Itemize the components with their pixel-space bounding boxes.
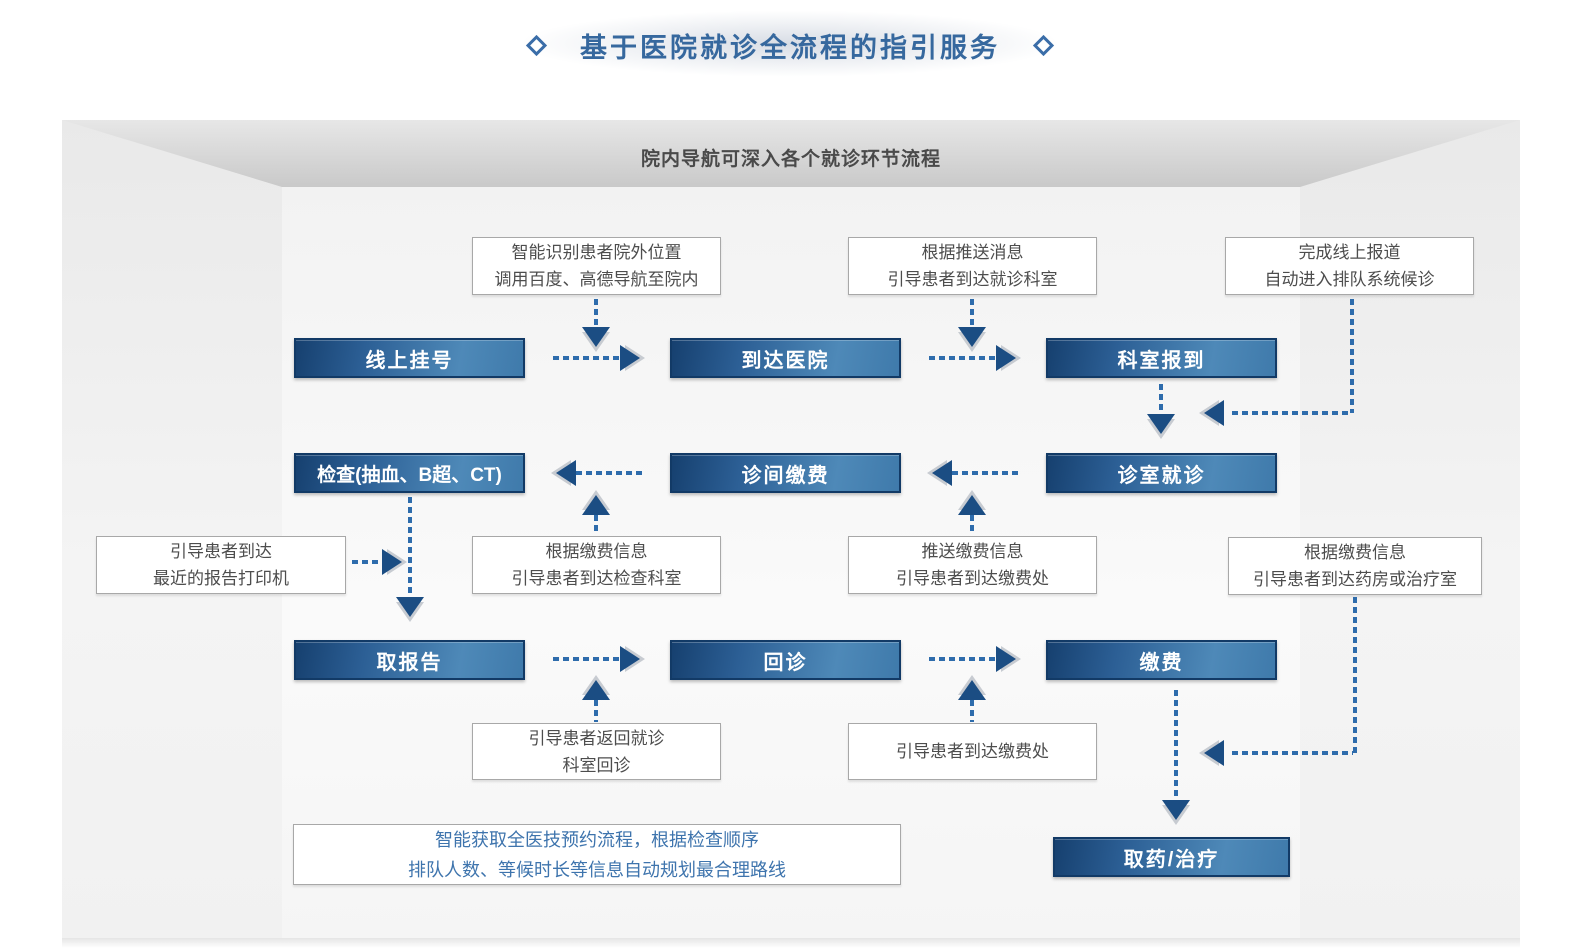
arrowhead-down-icon [396, 597, 424, 622]
flow-node-arrive-hospital: 到达医院 [670, 338, 901, 378]
arrow-clinic-visit-to-interclinic-pay [952, 471, 1019, 475]
arrowhead-up-icon [582, 490, 610, 515]
arrowhead-right-icon [996, 345, 1021, 371]
note-line: 引导患者返回就诊 [528, 728, 665, 748]
note-line: 完成线上报道 [1298, 243, 1401, 262]
note-line: 引导患者到达缴费处 [896, 569, 1049, 588]
arrow-pay-info-pharmacy-horizontal [1232, 751, 1353, 755]
note-line: 引导患者到达就诊科室 [887, 270, 1058, 289]
note-line: 科室回诊 [562, 755, 631, 775]
note-online-checkin: 完成线上报道 自动进入排队系统候诊 [1225, 237, 1474, 295]
room-left-wall [62, 120, 282, 938]
note-line: 调用百度、高德导航至院内 [494, 270, 699, 289]
arrowhead-right-icon [382, 549, 407, 575]
note-line: 引导患者到达缴费处 [896, 742, 1049, 761]
room-floor-shadow [62, 938, 1520, 948]
arrowhead-right-icon [620, 646, 645, 672]
arrowhead-down-icon [1147, 414, 1175, 439]
note-push-message: 根据推送消息 引导患者到达就诊科室 [848, 237, 1097, 295]
arrowhead-right-icon [620, 345, 645, 371]
page-title-row: 基于医院就诊全流程的指引服务 [0, 26, 1580, 65]
arrowhead-right-icon [996, 646, 1021, 672]
note-pay-info-exam: 根据缴费信息 引导患者到达检查科室 [472, 536, 721, 594]
arrow-online-register-to-arrive-hospital [553, 356, 620, 360]
arrow-stem-to-cashier-up [970, 700, 974, 722]
arrow-return-visit-to-payment [929, 657, 996, 661]
arrow-online-checkin-horizontal [1232, 411, 1352, 415]
note-line: 根据推送消息 [921, 243, 1024, 262]
arrowhead-left-icon [1199, 400, 1224, 426]
arrowhead-left-icon [1199, 740, 1224, 766]
arrow-stem-push-pay-info-up [970, 515, 974, 535]
note-to-cashier: 引导患者到达缴费处 [848, 723, 1097, 780]
flow-node-online-register: 线上挂号 [294, 338, 525, 378]
diamond-icon [1032, 34, 1055, 57]
room-subtitle: 院内导航可深入各个就诊环节流程 [640, 149, 941, 170]
diamond-icon [525, 34, 548, 57]
arrow-dept-checkin-to-clinic-visit [1159, 384, 1163, 414]
arrowhead-up-icon [958, 675, 986, 700]
arrowhead-down-icon [582, 327, 610, 352]
arrowhead-left-icon [551, 460, 576, 486]
note-line: 根据缴费信息 [545, 542, 648, 561]
note-return-dept: 引导患者返回就诊 科室回诊 [472, 723, 721, 780]
flow-node-clinic-visit: 诊室就诊 [1046, 453, 1277, 493]
note-line: 智能识别患者院外位置 [511, 243, 682, 262]
note-smart-route: 智能获取全医技预约流程，根据检查顺序 排队人数、等候时长等信息自动规划最合理路线 [293, 824, 901, 885]
arrow-stem-push-message-down [970, 299, 974, 327]
flow-node-interclinic-pay: 诊间缴费 [670, 453, 901, 493]
arrow-arrive-hospital-to-dept-checkin [929, 356, 996, 360]
arrow-get-report-to-return-visit [553, 657, 620, 661]
flow-node-payment: 缴费 [1046, 640, 1277, 680]
arrow-stem-outside-location-down [594, 299, 598, 327]
note-line: 引导患者到达检查科室 [511, 569, 682, 588]
arrowhead-down-icon [958, 327, 986, 352]
arrowhead-up-icon [958, 490, 986, 515]
arrow-online-checkin-vertical [1350, 299, 1354, 413]
arrow-pay-info-pharmacy-vertical [1353, 597, 1357, 753]
room-ceiling [62, 120, 1520, 187]
flow-node-pharmacy-treatment: 取药/治疗 [1053, 837, 1290, 877]
arrowhead-up-icon [582, 675, 610, 700]
arrow-interclinic-pay-to-examination [576, 471, 643, 475]
flow-node-return-visit: 回诊 [670, 640, 901, 680]
room-back-wall [282, 120, 1300, 938]
note-line: 推送缴费信息 [921, 542, 1024, 561]
flow-node-examination: 检查(抽血、B超、CT) [294, 453, 525, 493]
note-line: 引导患者到达药房或治疗室 [1253, 570, 1457, 589]
note-push-pay-info: 推送缴费信息 引导患者到达缴费处 [848, 536, 1097, 594]
flow-node-get-report: 取报告 [294, 640, 525, 680]
note-line: 智能获取全医技预约流程，根据检查顺序 [435, 829, 759, 850]
page-title: 基于医院就诊全流程的指引服务 [580, 33, 1000, 63]
note-outside-location: 智能识别患者院外位置 调用百度、高德导航至院内 [472, 237, 721, 295]
flow-node-dept-checkin: 科室报到 [1046, 338, 1277, 378]
arrow-stem-pay-info-exam-up [594, 515, 598, 535]
note-line: 根据缴费信息 [1304, 543, 1406, 562]
note-line: 引导患者到达 [170, 542, 272, 561]
arrow-report-printer-right [352, 560, 382, 564]
note-report-printer: 引导患者到达 最近的报告打印机 [96, 536, 346, 594]
arrowhead-left-icon [927, 460, 952, 486]
note-line: 最近的报告打印机 [153, 569, 289, 588]
note-line: 排队人数、等候时长等信息自动规划最合理路线 [408, 859, 786, 880]
arrow-stem-return-dept-up [594, 700, 598, 722]
note-pay-info-pharmacy: 根据缴费信息 引导患者到达药房或治疗室 [1228, 537, 1482, 595]
arrowhead-down-icon [1162, 800, 1190, 825]
note-line: 自动进入排队系统候诊 [1264, 270, 1435, 289]
arrow-payment-to-pharmacy-treatment [1174, 690, 1178, 800]
arrow-examination-to-get-report [408, 497, 412, 597]
